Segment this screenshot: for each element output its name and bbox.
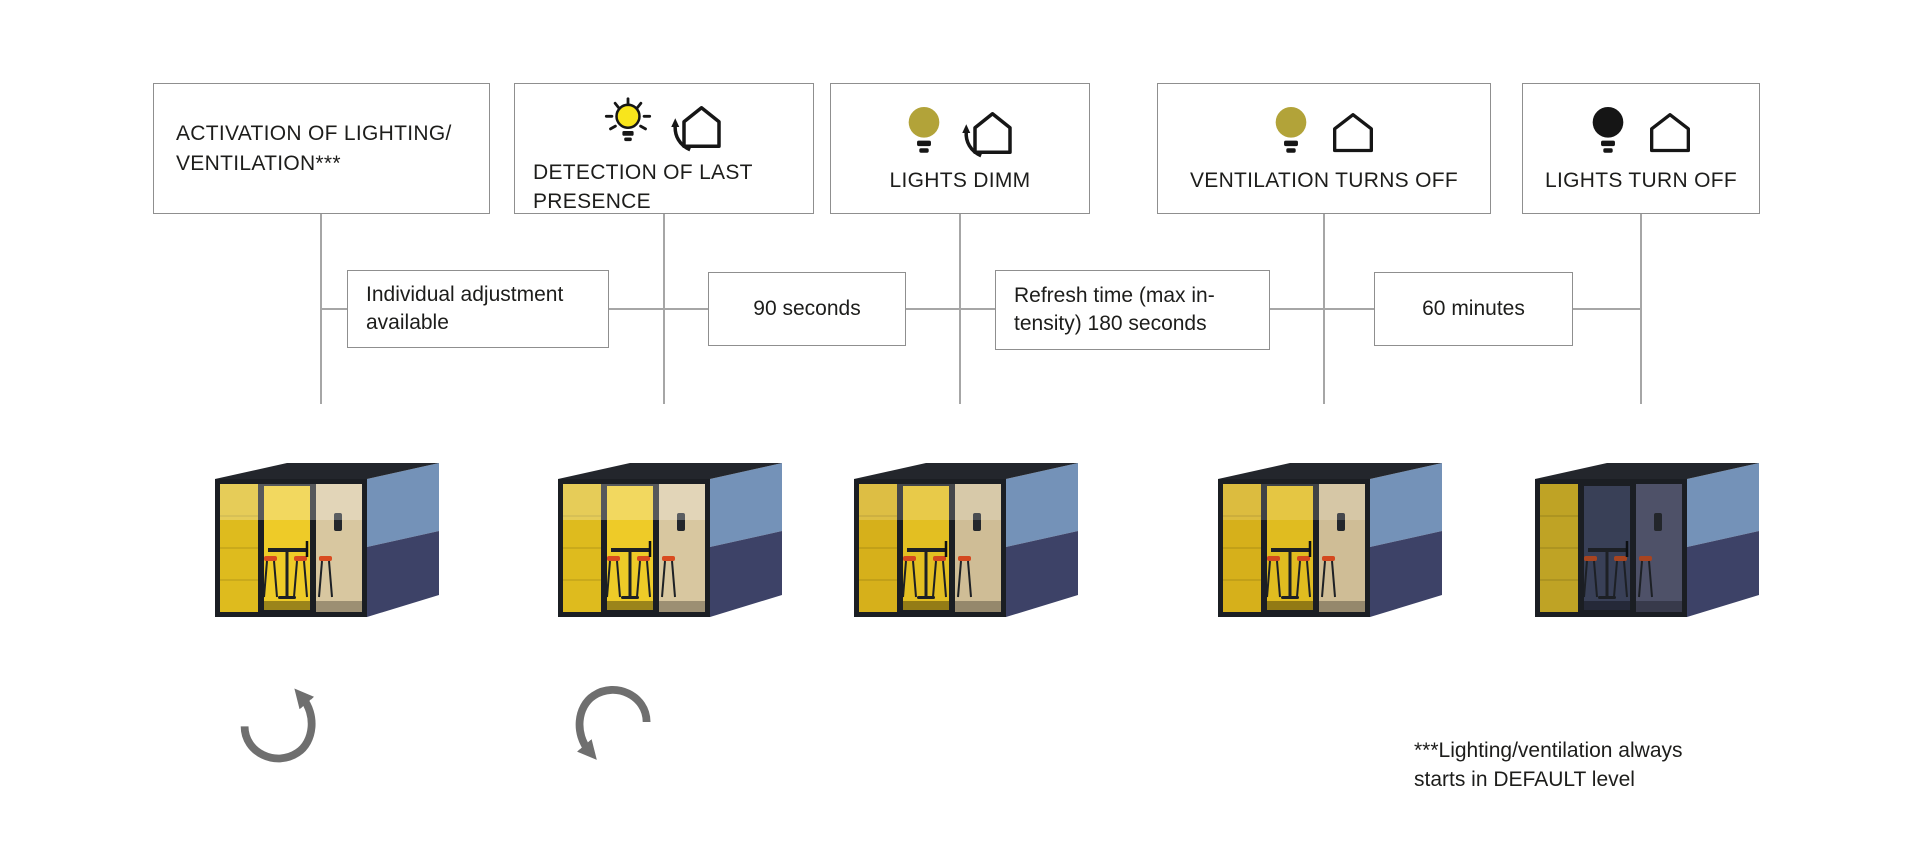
stage-label-activation: ACTIVATION OF LIGHTING/ VENTILATION*** xyxy=(176,122,452,175)
stage-box-activation: ACTIVATION OF LIGHTING/ VENTILATION*** xyxy=(153,83,490,214)
stage-label-lights-off: LIGHTS TURN OFF xyxy=(1545,169,1737,192)
connector-vertical-line-4 xyxy=(1323,214,1325,404)
interval-label-90-seconds: 90 seconds xyxy=(753,296,861,320)
stage-box-ventilation-off: VENTILATION TURNS OFF xyxy=(1157,83,1491,214)
stage-detection-icons xyxy=(602,96,726,152)
bulb-dim-icon xyxy=(908,106,940,153)
stage-ventilation-off-icons xyxy=(1270,96,1378,158)
house-plain-icon xyxy=(1650,113,1690,153)
stage-label-detection: DETECTION OF LAST PRESENCE xyxy=(533,161,753,214)
house-ventilation-icon xyxy=(962,112,1012,158)
pod-lights-dimmed xyxy=(852,461,1080,619)
adjust-down-arrow-icon xyxy=(575,686,651,760)
adjust-up-arrow-icon xyxy=(240,688,316,763)
pod-ventilation-off xyxy=(1216,461,1444,619)
pod-default-level xyxy=(213,461,441,619)
house-plain-icon xyxy=(1333,113,1373,153)
stage-label-ventilation-off: VENTILATION TURNS OFF xyxy=(1189,169,1459,192)
footnote-text: ***Lighting/ventilation always starts in… xyxy=(1414,739,1683,792)
connector-vertical-line-2 xyxy=(663,214,665,404)
interval-label-60-minutes: 60 minutes xyxy=(1422,296,1525,320)
bulb-dim-icon xyxy=(1275,106,1307,153)
interval-box-90-seconds: 90 seconds xyxy=(708,272,906,346)
connector-vertical-line-5 xyxy=(1640,214,1642,404)
interval-box-individual-adjustment: Individual adjustment available xyxy=(347,270,609,348)
interval-box-60-minutes: 60 minutes xyxy=(1374,272,1573,346)
stage-label-lights-dim: LIGHTS DIMM xyxy=(889,169,1031,192)
stage-box-detection: DETECTION OF LAST PRESENCE xyxy=(514,83,814,214)
interval-label-individual-adjustment: Individual adjustment available xyxy=(366,282,564,334)
stage-lights-off-icons xyxy=(1587,96,1695,158)
connector-vertical-line-1 xyxy=(320,214,322,404)
stage-lights-dim-icons xyxy=(903,96,1017,158)
interval-box-refresh-time: Refresh time (max in- tensity) 180 secon… xyxy=(995,270,1270,350)
house-ventilation-icon xyxy=(671,106,721,152)
pod-lights-off xyxy=(1533,461,1761,619)
stage-box-lights-off: LIGHTS TURN OFF xyxy=(1522,83,1760,214)
interval-label-refresh-time: Refresh time (max in- tensity) 180 secon… xyxy=(1014,283,1215,335)
connector-horizontal-line xyxy=(321,308,1641,310)
bulb-off-icon xyxy=(1592,106,1624,153)
stage-box-lights-dim: LIGHTS DIMM xyxy=(830,83,1090,214)
pod-last-presence xyxy=(556,461,784,619)
connector-vertical-line-3 xyxy=(959,214,961,404)
bulb-glowing-icon xyxy=(604,97,652,142)
